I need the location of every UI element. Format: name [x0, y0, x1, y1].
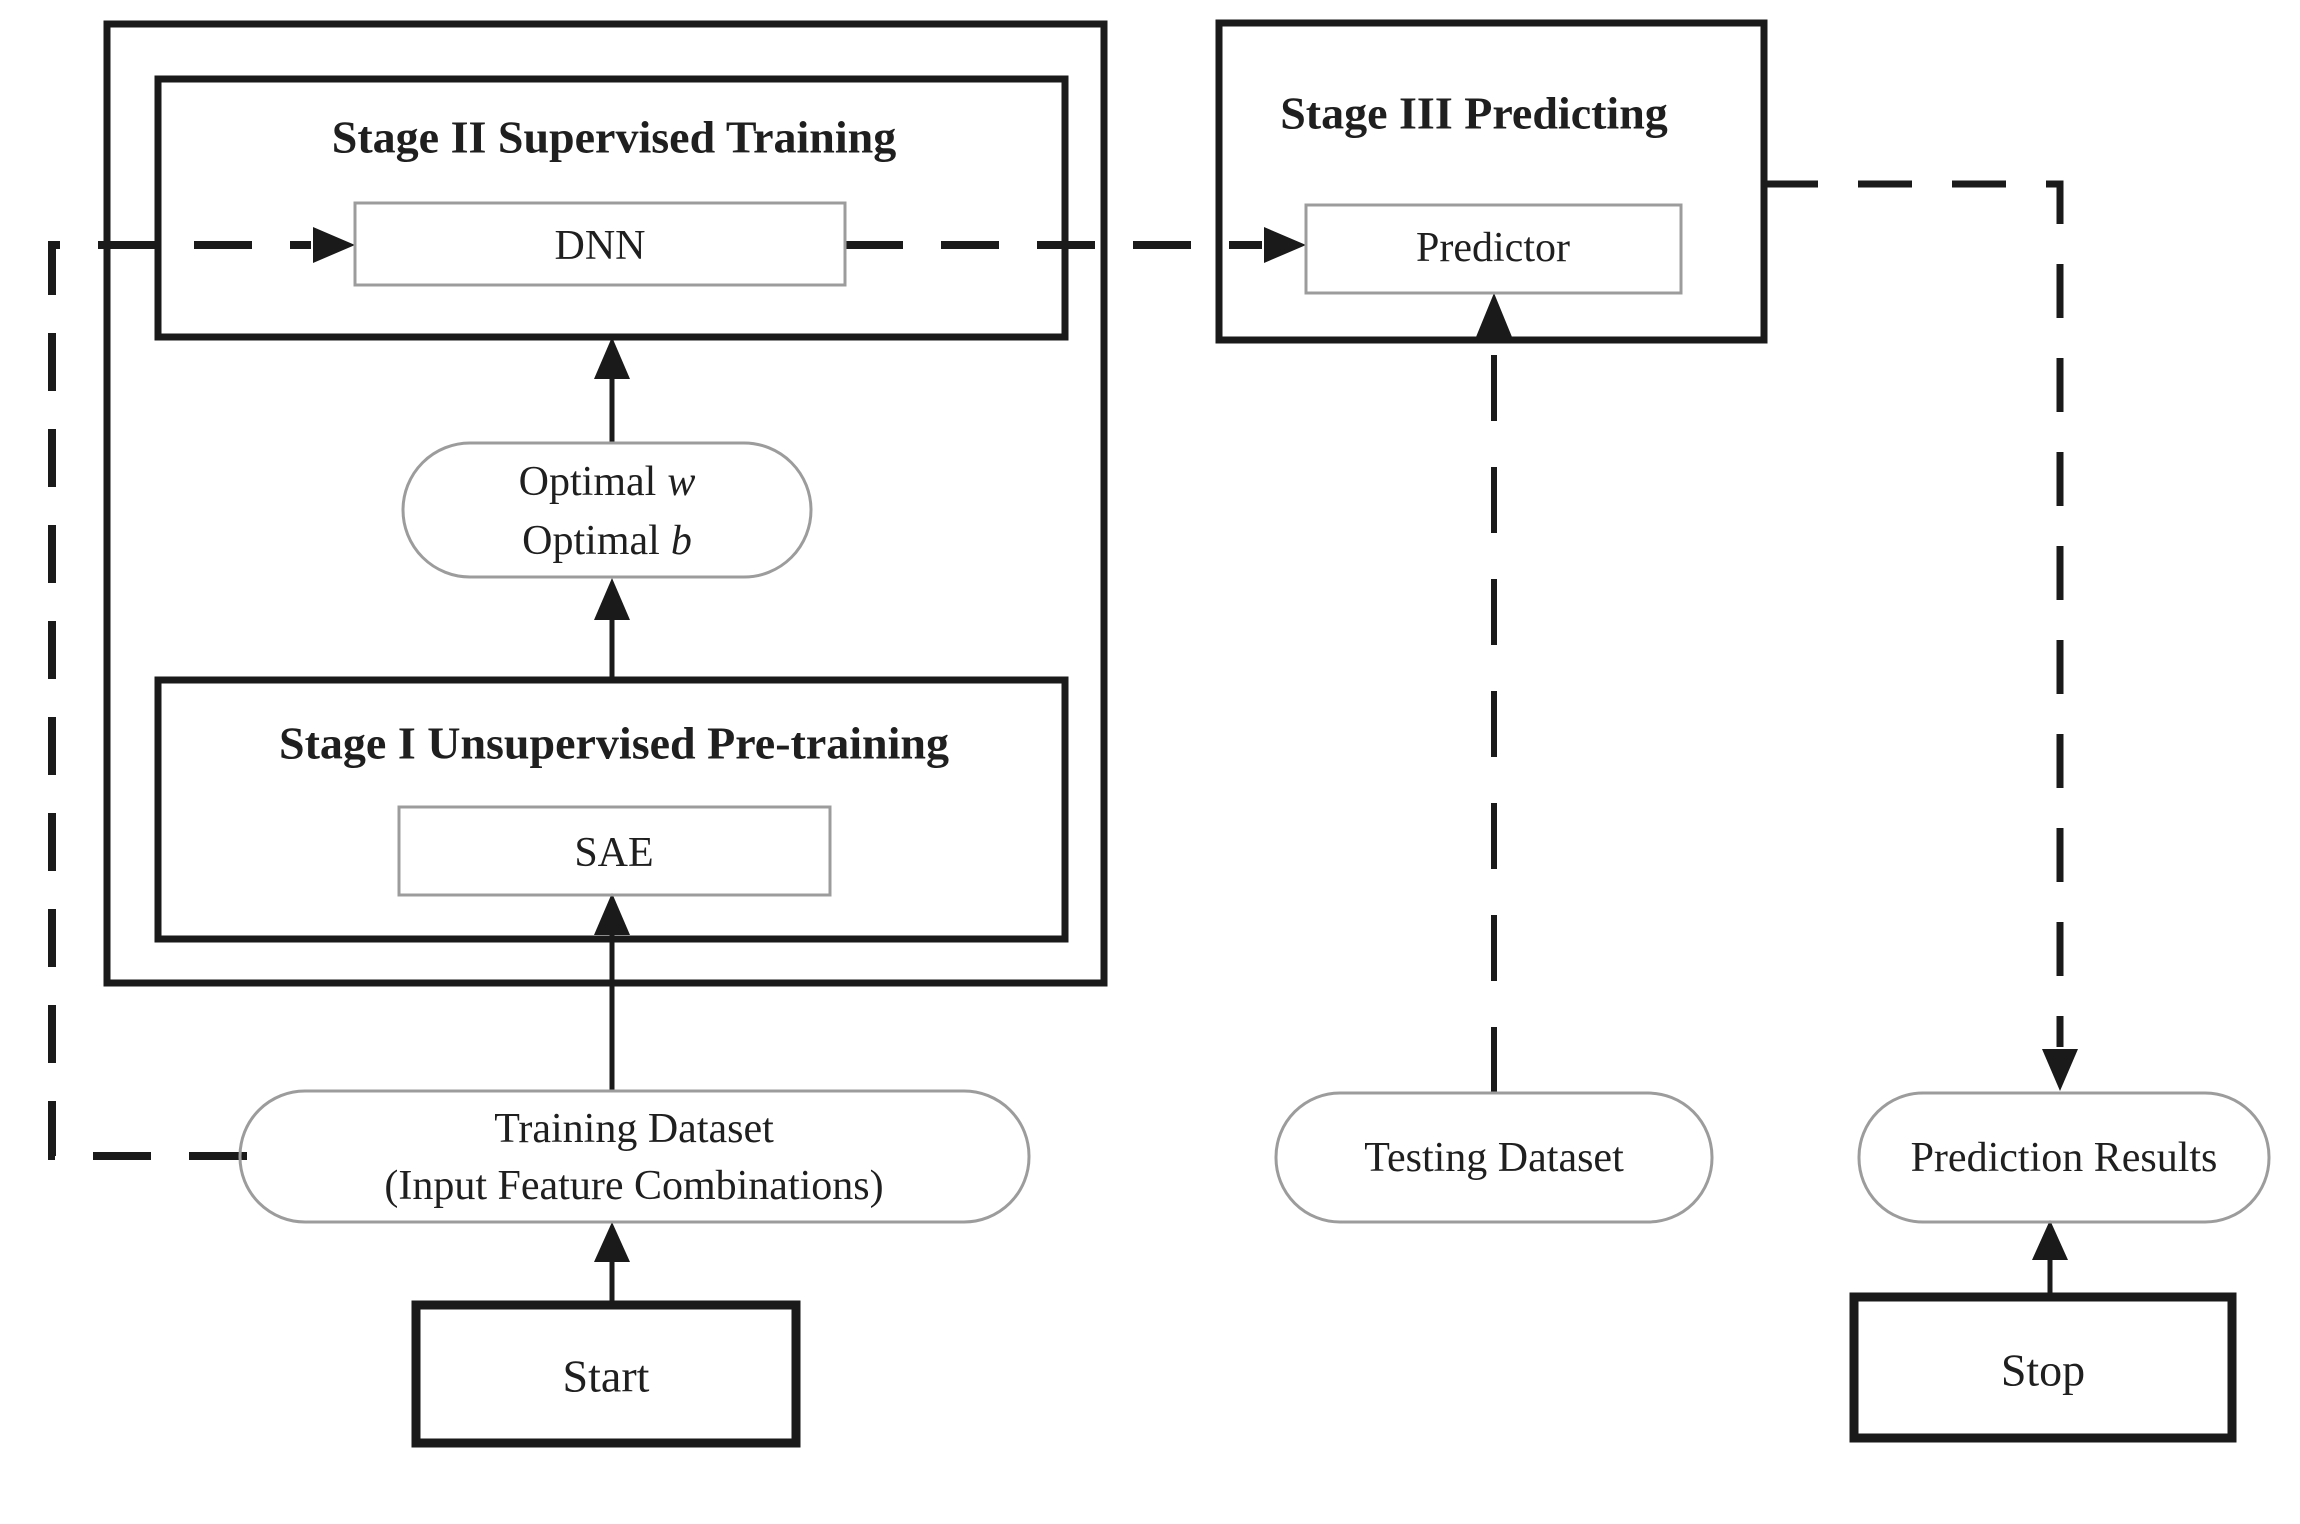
- arrowhead-into-dnn: [313, 227, 355, 263]
- stop-box: [1849, 1292, 2237, 1443]
- stage1-title: Stage I Unsupervised Pre-training: [279, 718, 949, 769]
- arrowhead-into-optimal: [594, 578, 630, 620]
- node-shapes: [238, 201, 2271, 1224]
- stage-boxes: [103, 19, 2237, 1448]
- prediction-results-stadium: [1857, 1091, 2271, 1224]
- predictor-label: Predictor: [1416, 225, 1570, 271]
- start-box: [411, 1300, 801, 1448]
- arrowhead-into-sae: [594, 893, 630, 935]
- labels: Stage II Supervised Training DNN Optimal…: [279, 88, 2217, 1402]
- dashed-connectors: [48, 180, 2064, 1160]
- arrowhead-into-prediction-from-stop: [2032, 1220, 2068, 1260]
- optimal-weights-stadium: [401, 441, 813, 579]
- arrowhead-into-prediction-results-top: [2042, 1049, 2078, 1091]
- stage2-supervised-training-box: [154, 75, 1069, 341]
- dnn-label: DNN: [555, 223, 646, 269]
- predictor-box: [1304, 203, 1683, 295]
- stage2-title: Stage II Supervised Training: [332, 112, 896, 163]
- stage3-title: Stage III Predicting: [1280, 88, 1668, 139]
- outer-training-container-box: [103, 20, 1108, 987]
- training-dataset-line1: Training Dataset: [494, 1106, 774, 1152]
- arrowhead-into-predictor-left: [1264, 227, 1306, 263]
- sae-box: [397, 805, 832, 897]
- connector-training-to-dnn: [48, 241, 311, 1160]
- connector-stage3-to-prediction-results: [1764, 180, 2064, 1047]
- arrowhead-into-training-dataset: [594, 1222, 630, 1262]
- training-dataset-line2: (Input Feature Combinations): [384, 1163, 883, 1209]
- solid-connectors: [609, 374, 2053, 1305]
- dnn-box: [353, 201, 847, 287]
- sae-label: SAE: [574, 830, 653, 876]
- stage3-predicting-box: [1215, 19, 1768, 344]
- training-dataset-stadium: [238, 1089, 1031, 1224]
- stop-label: Stop: [2001, 1345, 2085, 1396]
- prediction-results-label: Prediction Results: [1911, 1135, 2218, 1181]
- stage1-unsupervised-pretraining-box: [154, 676, 1069, 943]
- testing-dataset-stadium: [1274, 1091, 1714, 1224]
- arrowheads: [313, 227, 2078, 1262]
- arrowhead-into-predictor-bottom: [1476, 293, 1512, 337]
- testing-dataset-label: Testing Dataset: [1364, 1135, 1624, 1181]
- start-label: Start: [563, 1351, 650, 1402]
- arrowhead-into-stage2: [594, 337, 630, 379]
